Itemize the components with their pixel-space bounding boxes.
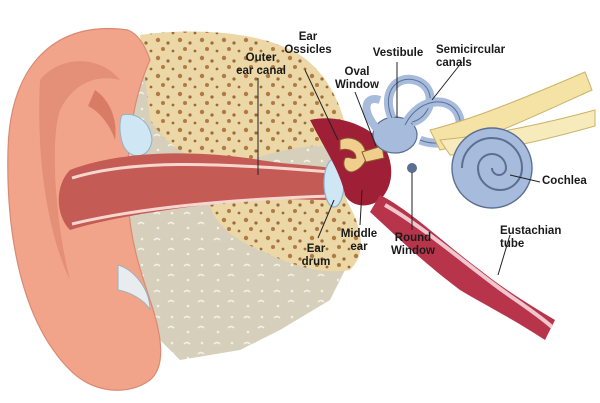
temporal-bone-lower: [210, 190, 361, 272]
ear-canal-lining-lower: [71, 194, 331, 226]
eustachian-tube-lining: [384, 203, 554, 329]
lobe-cartilage: [117, 264, 151, 311]
label-cochlea: Cochlea: [542, 175, 587, 187]
vestibule-body: [372, 116, 418, 154]
ossicles: [339, 137, 367, 173]
label-vestibule: Vestibule: [372, 47, 424, 59]
semicircular-canal-1-edge: [387, 78, 431, 123]
ear-canal-lining: [71, 162, 331, 180]
leader-lines: [257, 61, 541, 276]
temporal-bone-upper: [140, 31, 350, 163]
pinna-inner-fold: [88, 90, 116, 140]
stapes: [361, 145, 385, 163]
ear-canal: [58, 153, 330, 230]
eustachian-tube: [370, 195, 555, 340]
cochlea-spiral: [461, 137, 524, 191]
round-window-dot: [407, 163, 417, 173]
concha-cartilage: [119, 113, 153, 157]
pinna-fold: [39, 61, 120, 280]
semicircular-canal-3: [362, 95, 382, 133]
